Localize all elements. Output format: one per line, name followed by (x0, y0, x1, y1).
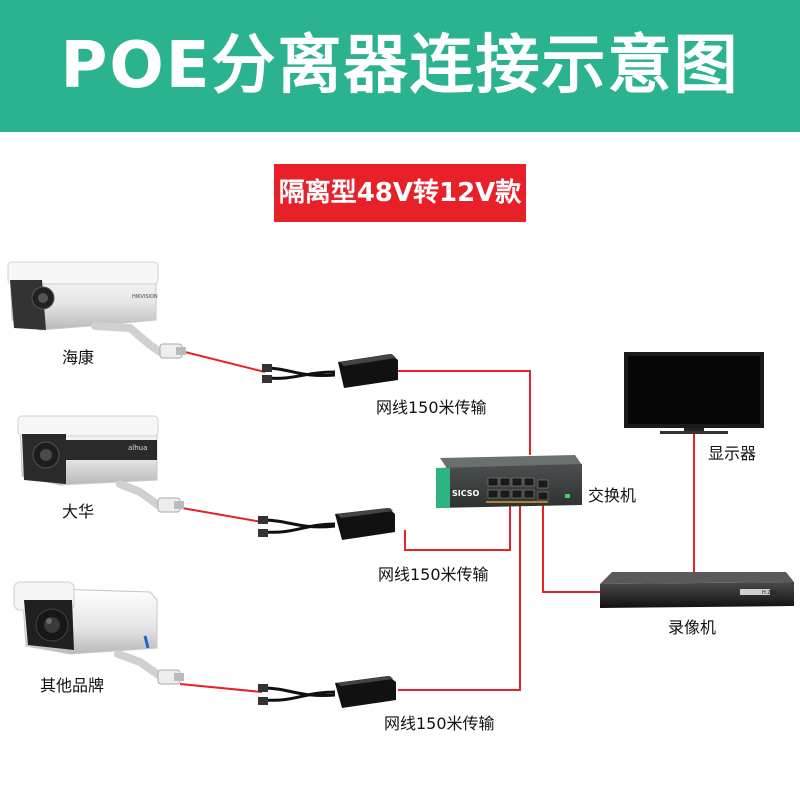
camera-brand-text: alhua (128, 444, 147, 452)
cable-label-1: 网线150米传输 (376, 398, 487, 417)
camera-brand-text: HIKVISION (132, 294, 158, 300)
nvr-recorder: H.265 (600, 572, 794, 608)
poe-splitter-3 (258, 676, 396, 708)
title-banner: POE分离器连接示意图 (0, 0, 800, 132)
camera-hikvision: HIKVISION (7, 261, 186, 359)
camera-other (13, 581, 184, 685)
poe-splitter-2 (258, 508, 395, 540)
nvr-label: 录像机 (668, 618, 717, 637)
cable-label-2: 网线150米传输 (378, 565, 489, 584)
wire-camera3 (179, 683, 263, 693)
page-title: POE分离器连接示意图 (60, 29, 740, 103)
wire-splitter3-switch (398, 505, 521, 691)
monitor-label: 显示器 (708, 444, 757, 463)
network-switch: SICSO (436, 455, 582, 508)
wire-switch-nvr (542, 505, 600, 593)
subtitle-badge: 隔离型48V转12V款 (274, 164, 526, 222)
cable-label-3: 网线150米传输 (384, 714, 495, 733)
nvr-model: H.265 (762, 590, 777, 596)
wire-camera1 (184, 351, 266, 373)
wires (179, 351, 695, 693)
poe-splitter-1 (262, 354, 398, 388)
camera-label-other: 其他品牌 (40, 676, 105, 695)
wire-splitter1-switch (398, 370, 531, 455)
camera-label-hikvision: 海康 (62, 348, 95, 367)
camera-dahua: alhua (17, 415, 184, 513)
switch-brand: SICSO (452, 489, 480, 498)
wire-splitter2-switch (404, 505, 511, 551)
monitor (624, 352, 764, 434)
switch-label: 交换机 (588, 486, 637, 505)
title-banner-bg (0, 0, 800, 132)
camera-label-dahua: 大华 (62, 502, 95, 521)
wire-camera2 (181, 507, 263, 523)
